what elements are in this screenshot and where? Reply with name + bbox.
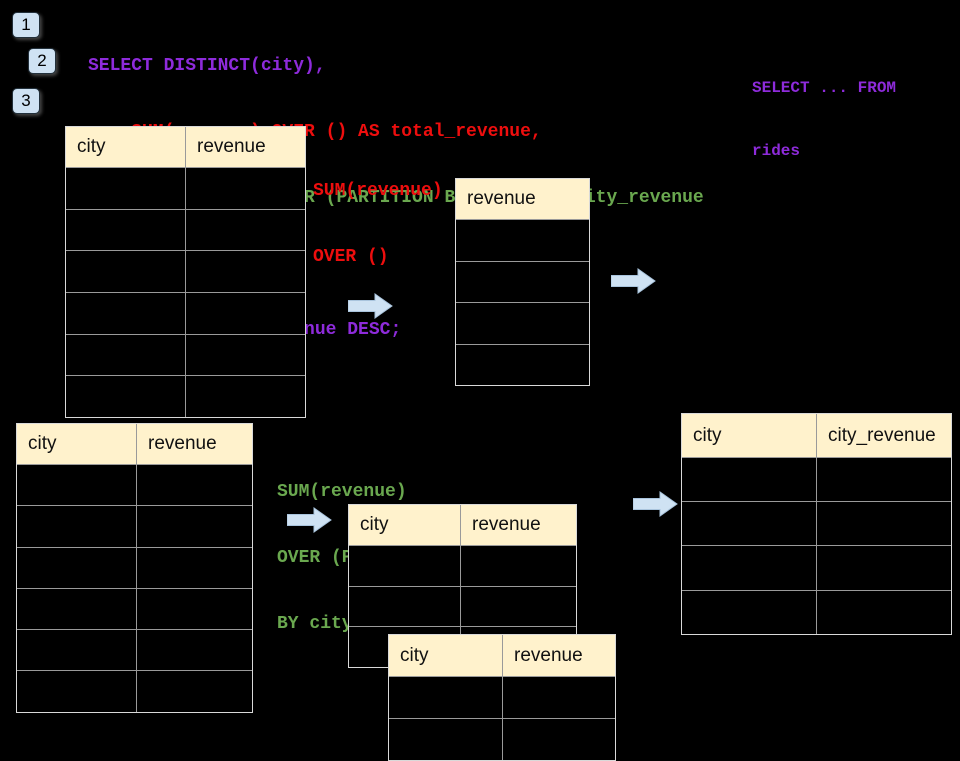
step-badge-label: 1	[21, 15, 31, 34]
step-badge-2: 2	[28, 48, 56, 74]
table-cell-empty	[817, 546, 951, 590]
step-badge-label: 3	[21, 91, 31, 110]
flow-arrow-right-icon	[633, 491, 678, 517]
table-cell-empty	[186, 376, 305, 418]
table-cell-empty	[137, 547, 252, 588]
table-cell-empty	[817, 458, 951, 502]
table-cell-empty	[186, 293, 305, 334]
table-cell-empty	[186, 209, 305, 251]
table-cell-empty	[17, 588, 136, 630]
table-cell-empty	[17, 671, 136, 712]
table-cell-empty	[186, 168, 305, 209]
table-cell-empty	[66, 251, 185, 293]
side-note-line: SELECT ... FROM	[752, 79, 897, 97]
side-note-select-from-rides: SELECT ... FROM rides	[752, 36, 896, 183]
table-cell-empty	[682, 590, 816, 634]
table-cell-empty	[186, 334, 305, 376]
table-cell-empty	[17, 506, 136, 547]
table-cell-empty	[456, 344, 589, 385]
column-header: revenue	[186, 127, 305, 167]
table-cell-empty	[456, 220, 589, 261]
table-cell-empty	[503, 677, 615, 718]
table-cell-empty	[66, 334, 185, 376]
table-cell-empty	[456, 303, 589, 344]
label-sum-over-total: SUM(revenue) OVER ()	[313, 136, 443, 290]
table-cell-empty	[17, 547, 136, 588]
column-header: city	[66, 127, 185, 167]
column-header: revenue	[461, 505, 576, 545]
column-header: revenue	[456, 179, 589, 219]
table-cell-empty	[503, 719, 615, 760]
table-cell-empty	[137, 671, 252, 712]
label-line: OVER ()	[313, 247, 389, 267]
table-cell-empty	[66, 293, 185, 334]
table-cell-empty	[137, 630, 252, 671]
table-cell-empty	[66, 209, 185, 251]
table-cell-empty	[349, 586, 460, 627]
table-cell-empty	[66, 168, 185, 209]
table-cell-empty	[461, 546, 576, 586]
table-cell-empty	[137, 506, 252, 547]
slide-canvas: { "colors": { "background": "#000000", "…	[12, 12, 952, 761]
table-cell-empty	[17, 465, 136, 506]
table-cell-empty	[682, 502, 816, 546]
table-cell-empty	[456, 261, 589, 302]
table-cell-empty	[349, 546, 460, 586]
step-badge-1: 1	[12, 12, 40, 38]
table-cell-empty	[389, 719, 502, 760]
step-badge-3: 3	[12, 88, 40, 114]
table-cell-empty	[186, 251, 305, 293]
table-cell-empty	[461, 586, 576, 627]
flow-arrow-right-icon	[348, 293, 393, 319]
table-cell-empty	[389, 677, 502, 718]
side-note-line: rides	[752, 142, 801, 160]
flow-arrow-right-icon	[611, 268, 656, 294]
column-header: city	[17, 424, 136, 464]
table-cell-empty	[137, 588, 252, 630]
table-cell-empty	[137, 465, 252, 506]
table-cell-empty	[682, 458, 816, 502]
label-line: SUM(revenue)	[277, 482, 407, 502]
column-header: revenue	[503, 635, 615, 676]
flow-arrow-right-icon	[287, 507, 332, 533]
table-revenue-aggregate: revenue	[455, 178, 590, 386]
table-cell-empty	[66, 376, 185, 418]
step-badge-label: 2	[37, 51, 47, 70]
table-cell-empty	[682, 546, 816, 590]
table-cell-empty	[817, 502, 951, 546]
column-header: revenue	[137, 424, 252, 464]
column-header: city	[349, 505, 460, 545]
sql-line-select: SELECT DISTINCT(city),	[88, 56, 326, 76]
table-cell-empty	[17, 630, 136, 671]
label-line: SUM(revenue)	[313, 181, 443, 201]
table-cell-empty	[817, 590, 951, 634]
column-header: city_revenue	[817, 414, 951, 457]
column-header: city	[682, 414, 816, 457]
column-header: city	[389, 635, 502, 676]
